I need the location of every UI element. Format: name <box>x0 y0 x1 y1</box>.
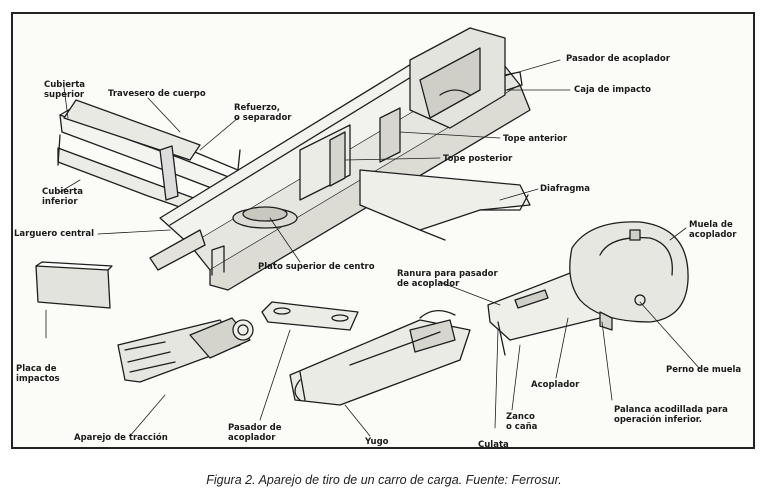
car-frame-assembly <box>57 27 531 291</box>
label-palanca: Palanca acodillada para operación inferi… <box>614 405 728 425</box>
label-acoplador: Acoplador <box>531 380 580 390</box>
label-muela-acoplador: Muela de acoplador <box>689 220 737 240</box>
label-cubierta-inferior: Cubierta inferior <box>42 187 84 207</box>
label-pasador-acoplador-top: Pasador de acoplador <box>566 54 670 64</box>
label-tope-anterior: Tope anterior <box>503 134 568 144</box>
label-yugo: Yugo <box>365 437 389 447</box>
label-travesero-cuerpo: Travesero de cuerpo <box>108 89 206 99</box>
label-zanco: Zanco o caña <box>506 412 538 432</box>
label-cubierta-superior: Cubierta superior <box>44 80 86 100</box>
coupler-part <box>487 221 689 356</box>
yoke-part <box>289 310 471 406</box>
label-larguero-central: Larguero central <box>14 229 94 239</box>
label-aparejo-traccion: Aparejo de tracción <box>74 433 168 443</box>
impact-plate <box>35 265 111 309</box>
label-refuerzo: Refuerzo, o separador <box>234 103 292 123</box>
label-perno-muela: Perno de muela <box>666 365 742 375</box>
label-culata: Culata <box>478 440 509 450</box>
label-ranura-pasador: Ranura para pasador de acoplador <box>397 269 498 289</box>
leader-lines <box>45 59 701 437</box>
label-caja-impacto: Caja de impacto <box>574 85 651 95</box>
label-plato-superior: Plato superior de centro <box>258 262 375 272</box>
label-tope-posterior: Tope posterior <box>443 154 513 164</box>
coupler-pin-part <box>261 301 359 331</box>
label-pasador-acoplador-bottom: Pasador de acoplador <box>228 423 282 443</box>
label-diafragma: Diafragma <box>540 184 591 194</box>
draft-gear-part <box>117 317 254 383</box>
label-placa-impactos: Placa de impactos <box>16 364 60 384</box>
figure-caption: Figura 2. Aparejo de tiro de un carro de… <box>206 473 562 487</box>
